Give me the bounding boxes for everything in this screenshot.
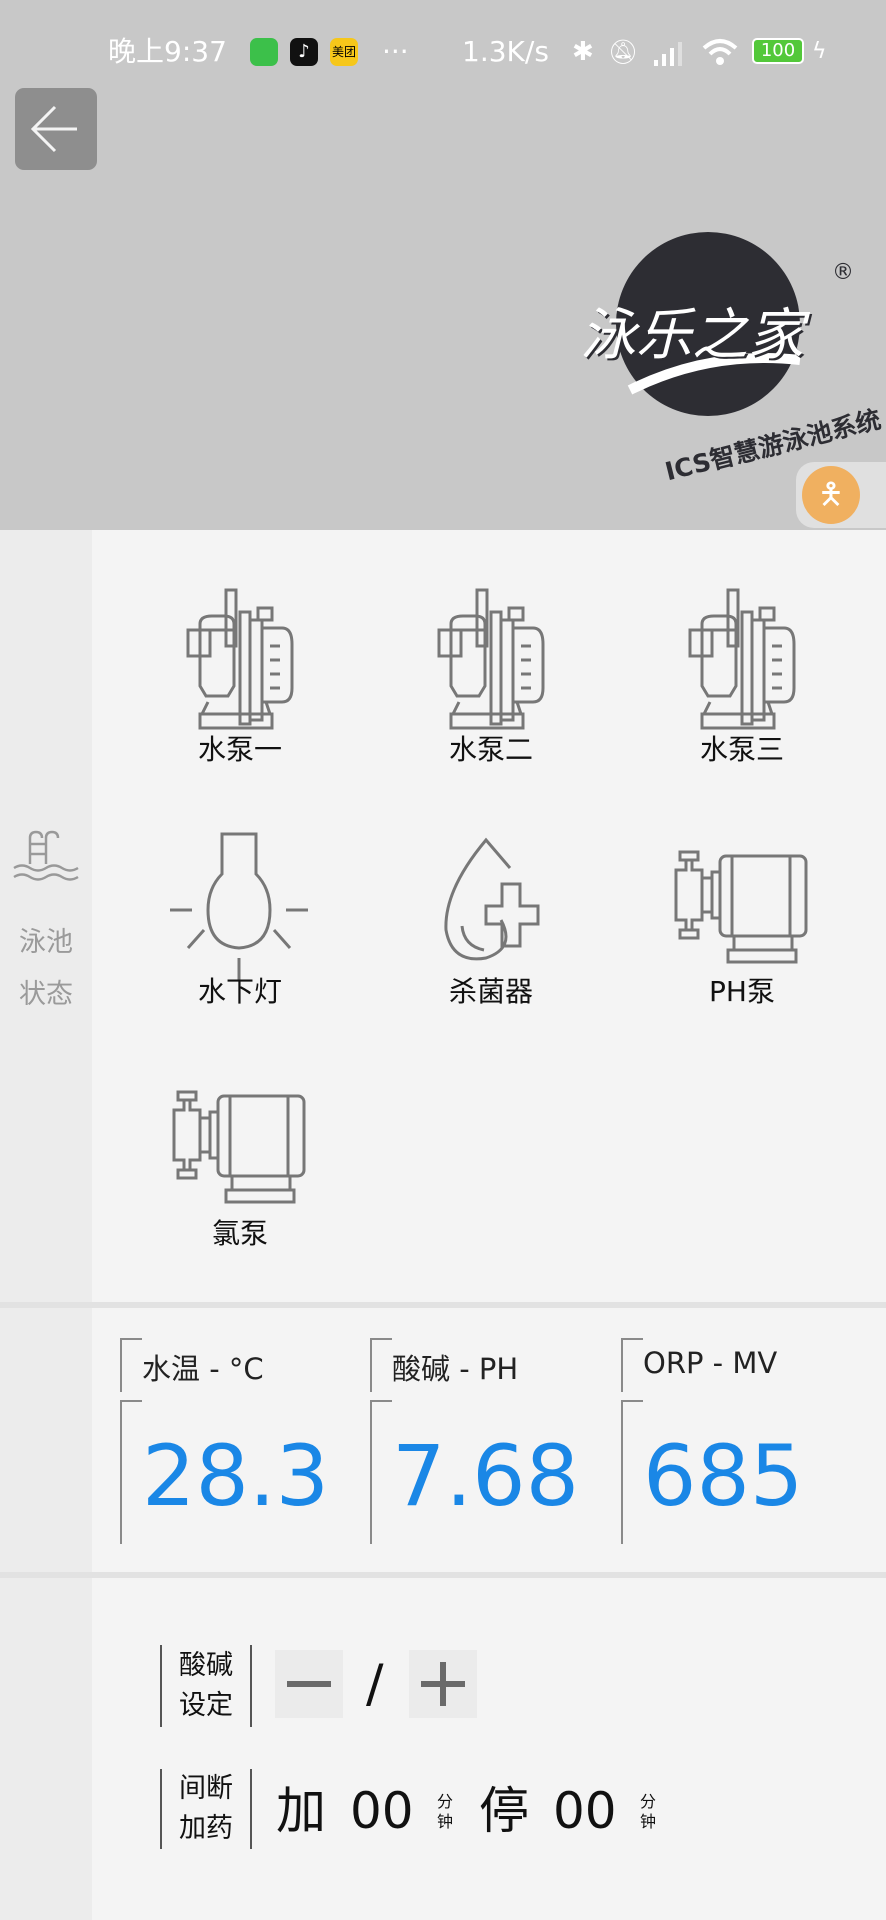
sensor-label: 酸碱 - PH	[392, 1352, 519, 1386]
brand-logo: 泳乐之家 ICS智慧游泳池系统 ®	[570, 230, 884, 486]
unit-line: 分	[436, 1792, 453, 1811]
sensor-label: 水温 - °C	[142, 1352, 264, 1386]
ph-separator: /	[366, 1654, 384, 1714]
accessibility-button[interactable]: 🯅	[802, 466, 860, 524]
net-speed: 1.3K/s	[462, 35, 549, 68]
device-sterilizer[interactable]: 杀菌器	[391, 830, 591, 1008]
mute-icon: 🔕︎	[608, 38, 639, 66]
value-bracket	[621, 1400, 643, 1544]
more-notifications: ···	[382, 35, 409, 68]
section-divider	[0, 1302, 886, 1308]
unit-line: 钟	[639, 1812, 656, 1831]
status-time: 晚上9:37	[108, 35, 227, 68]
dose-stop-label: 停	[479, 1782, 529, 1840]
section-divider	[0, 1572, 886, 1578]
tiktok-icon: ♪	[290, 38, 318, 66]
device-water-pump-3[interactable]: 水泵三	[642, 584, 842, 766]
underwater-light-icon	[170, 832, 310, 980]
minute-unit: 分钟	[638, 1792, 658, 1832]
sidebar	[0, 530, 92, 1920]
wifi-icon	[702, 39, 738, 65]
device-chlorine-pump[interactable]: 氯泵	[140, 1088, 340, 1250]
sensor-value: 28.3	[142, 1427, 330, 1525]
device-label: 杀菌器	[448, 975, 533, 1008]
sensor-water-temperature: 水温 - °C 28.3	[120, 1338, 360, 1548]
sensor-orp: ORP - MV 685	[621, 1338, 861, 1548]
sensor-value: 7.68	[392, 1427, 580, 1525]
sidebar-label-line1: 泳池	[19, 927, 73, 958]
meituan-icon: 美团	[330, 38, 358, 66]
unit-line: 分	[639, 1792, 656, 1811]
device-water-pump-1[interactable]: 水泵一	[140, 584, 340, 766]
ph-decrease-button[interactable]	[275, 1650, 343, 1718]
battery-indicator: 100	[752, 38, 804, 64]
device-label: 水下灯	[197, 975, 282, 1008]
value-bracket	[370, 1400, 392, 1544]
device-label: 水泵一	[197, 733, 282, 766]
logo-text: 泳乐之家	[580, 303, 804, 368]
bluetooth-icon: ✱	[572, 37, 594, 67]
registered-mark: ®	[832, 260, 854, 285]
sensor-ph: 酸碱 - PH 7.68	[370, 1338, 610, 1548]
device-ph-pump[interactable]: PH泵	[642, 848, 842, 1008]
water-pump-icon	[437, 588, 545, 730]
dosing-pump-icon	[172, 1090, 306, 1204]
value-bracket	[120, 1400, 142, 1544]
intermittent-dosing-label: 间断 加药	[160, 1769, 252, 1849]
device-underwater-light[interactable]: 水下灯	[140, 830, 340, 1008]
signal-icon	[654, 42, 682, 66]
label-line: 酸碱	[179, 1650, 233, 1681]
dose-add-label: 加	[276, 1782, 326, 1840]
unit-line: 钟	[436, 1812, 453, 1831]
device-label: 水泵三	[699, 733, 784, 766]
dosing-pump-icon	[674, 850, 808, 964]
sensor-value: 685	[643, 1427, 804, 1525]
label-line: 设定	[179, 1690, 233, 1721]
wechat-mini-icon	[250, 38, 278, 66]
device-label: PH泵	[709, 975, 775, 1008]
label-line: 间断	[179, 1773, 233, 1804]
ph-setting-label: 酸碱 设定	[160, 1645, 252, 1727]
device-label: 水泵二	[448, 733, 533, 766]
ph-increase-button[interactable]	[409, 1650, 477, 1718]
dose-add-minutes-input[interactable]: 00	[350, 1782, 414, 1840]
charging-icon: ϟ	[812, 39, 827, 64]
pool-ladder-icon	[13, 830, 79, 881]
sidebar-label-line2: 状态	[19, 979, 73, 1010]
water-pump-icon	[186, 588, 294, 730]
sensor-label: ORP - MV	[643, 1346, 778, 1380]
label-bracket	[370, 1338, 392, 1392]
label-bracket	[621, 1338, 643, 1392]
dose-stop-minutes-input[interactable]: 00	[553, 1782, 617, 1840]
arrow-left-icon	[30, 105, 77, 153]
water-pump-icon	[688, 588, 796, 730]
back-button[interactable]	[15, 88, 97, 170]
person-icon: 🯅	[817, 477, 845, 512]
minus-icon	[287, 1681, 331, 1687]
device-water-pump-2[interactable]: 水泵二	[391, 584, 591, 766]
label-bracket	[120, 1338, 142, 1392]
minute-unit: 分钟	[435, 1792, 455, 1832]
sterilizer-icon	[444, 838, 540, 961]
device-label: 氯泵	[211, 1217, 268, 1250]
label-line: 加药	[179, 1813, 233, 1844]
